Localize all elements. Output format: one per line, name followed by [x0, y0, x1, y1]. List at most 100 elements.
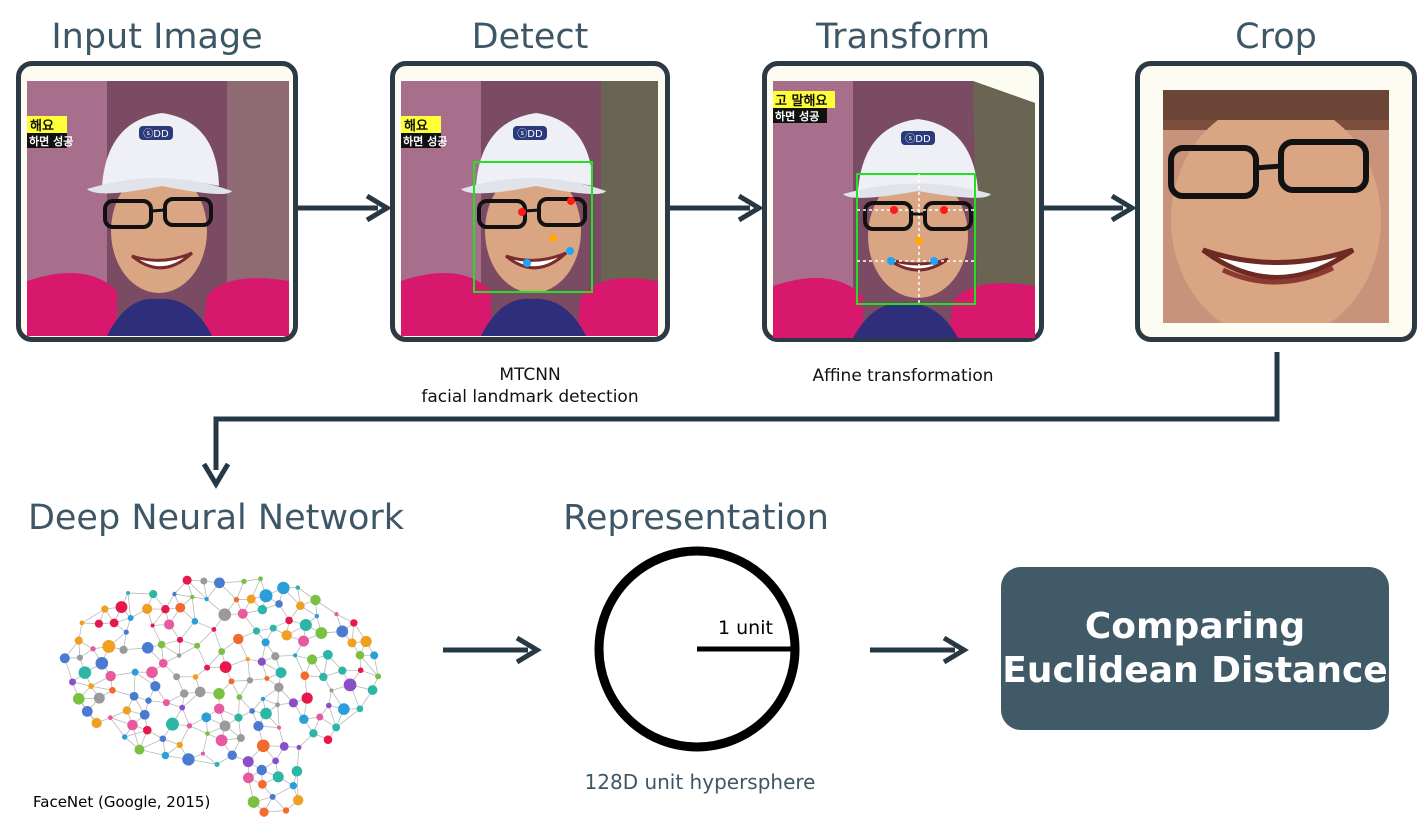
brain-network-graphic	[59, 575, 382, 817]
network-node	[109, 618, 119, 628]
network-node	[233, 596, 240, 603]
network-node	[201, 712, 212, 723]
network-node	[131, 668, 139, 676]
network-node	[157, 640, 166, 649]
network-node	[149, 590, 158, 599]
landmark-left-eye	[518, 208, 526, 216]
caption-overlay-top: 해요	[404, 119, 428, 134]
network-node	[163, 619, 175, 630]
landmark-mouth-right	[930, 257, 938, 265]
network-node	[316, 713, 324, 721]
network-node	[256, 739, 270, 753]
network-node	[94, 619, 103, 628]
stage-title-detect: Detect	[471, 17, 589, 57]
network-node	[360, 635, 372, 648]
network-node	[257, 657, 266, 666]
network-node	[158, 658, 168, 668]
network-node	[332, 723, 341, 732]
transform-photo: ⓢDD 고 말해요 하면 성공	[773, 81, 1035, 338]
network-node	[176, 741, 183, 749]
network-node	[298, 635, 310, 647]
network-node	[292, 794, 304, 806]
network-node	[259, 589, 273, 603]
network-node	[145, 697, 152, 704]
network-node	[375, 673, 382, 680]
network-node	[300, 671, 310, 681]
network-node	[162, 699, 170, 707]
network-node	[277, 725, 282, 730]
network-node	[172, 591, 177, 597]
network-node	[129, 691, 139, 701]
network-node	[257, 604, 268, 615]
network-node	[236, 734, 245, 743]
facenet-caption: FaceNet (Google, 2015)	[33, 793, 211, 811]
network-node	[338, 703, 350, 715]
network-node	[218, 648, 226, 655]
network-node	[122, 734, 128, 740]
network-node	[191, 618, 199, 625]
network-node	[329, 688, 334, 693]
network-node	[95, 656, 109, 670]
network-node	[127, 719, 138, 731]
network-node	[306, 654, 318, 665]
input-image-frame: ⓢDD 해요 하면 성공	[16, 61, 298, 342]
landmark-left-eye	[890, 206, 898, 214]
radius-label: 1 unit	[718, 617, 773, 639]
network-node	[233, 633, 244, 645]
network-node	[93, 692, 105, 704]
network-node	[102, 640, 116, 653]
network-node	[293, 653, 298, 658]
result-line1: Comparing	[1084, 605, 1306, 647]
landmark-right-eye	[940, 206, 948, 214]
face-bounding-box	[473, 161, 593, 293]
network-node	[175, 602, 186, 613]
network-node	[347, 638, 357, 648]
network-node	[299, 714, 309, 724]
network-node	[194, 642, 201, 649]
landmark-mouth-left	[887, 257, 895, 265]
network-node	[126, 590, 131, 595]
network-node	[165, 717, 179, 731]
network-node	[253, 720, 264, 732]
network-node	[182, 575, 192, 585]
comparing-distance-box: Comparing Euclidean Distance	[1001, 567, 1389, 730]
network-node	[370, 651, 379, 660]
network-node	[275, 702, 280, 708]
network-node	[78, 666, 92, 679]
network-node	[272, 771, 284, 783]
network-node	[264, 675, 270, 681]
caption-overlay-top: 고 말해요	[775, 94, 828, 109]
network-node	[269, 624, 277, 632]
cropped-face	[1163, 90, 1389, 323]
network-node	[122, 706, 132, 715]
network-node	[260, 707, 272, 720]
network-node	[242, 756, 254, 768]
network-node	[295, 585, 301, 590]
network-node	[356, 705, 364, 713]
network-node	[200, 577, 208, 585]
caption-overlay-bottom: 하면 성공	[775, 110, 820, 123]
network-node	[296, 744, 302, 750]
network-node	[301, 692, 313, 704]
result-line2: Euclidean Distance	[1002, 649, 1388, 691]
stage-title-input: Input Image	[51, 17, 263, 57]
network-node	[257, 779, 267, 789]
cap-logo-text: ⓢDD	[143, 128, 169, 140]
input-photo: ⓢDD 해요 하면 성공	[27, 81, 289, 336]
network-node	[161, 605, 170, 614]
caption-overlay-bottom: 하면 성공	[403, 135, 448, 148]
network-node	[245, 656, 250, 662]
network-node	[275, 667, 287, 679]
network-node	[343, 678, 357, 692]
stage-title-transform: Transform	[815, 17, 991, 57]
landmark-nose	[915, 237, 923, 245]
network-node	[180, 689, 189, 698]
network-node	[173, 673, 181, 681]
network-node	[90, 646, 96, 652]
transform-frame: ⓢDD 고 말해요 하면 성공	[762, 61, 1044, 342]
cap-logo-text: ⓢDD	[517, 128, 543, 140]
network-node	[319, 672, 328, 682]
network-node	[205, 731, 210, 736]
network-title: Deep Neural Network	[27, 498, 405, 538]
